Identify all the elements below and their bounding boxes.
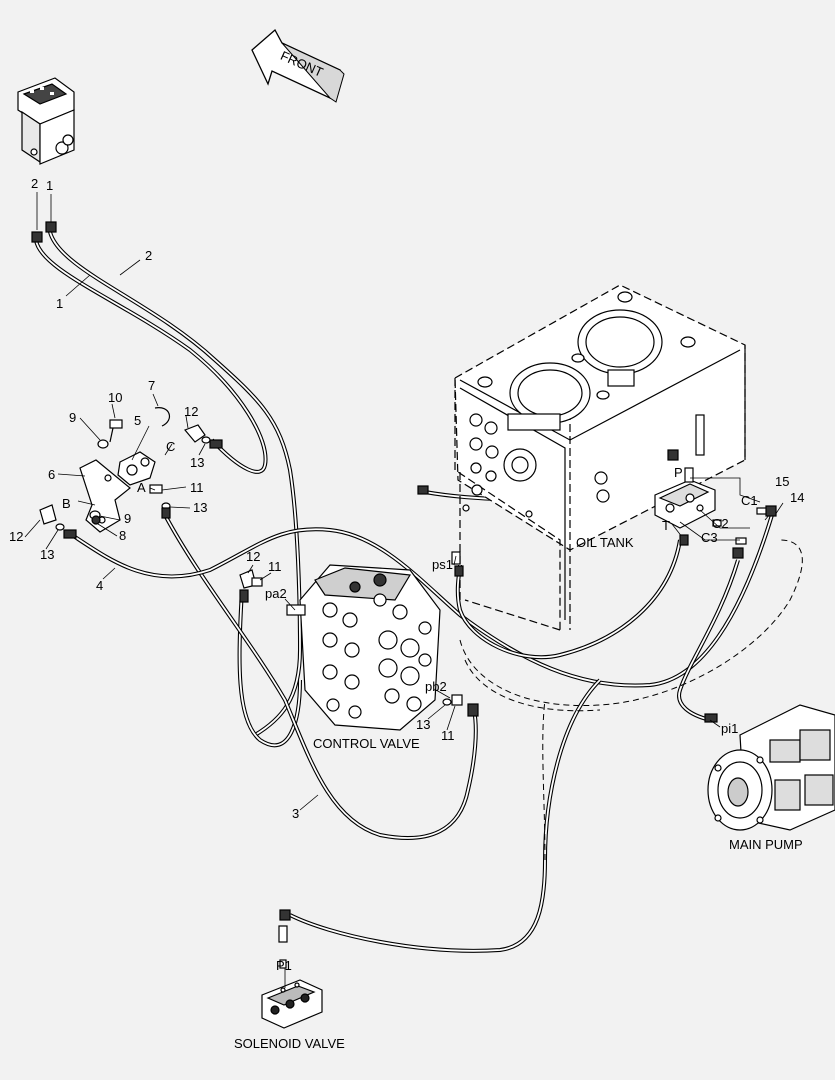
port-b-label: B xyxy=(62,496,71,511)
callout-13-bracket: 13 xyxy=(190,455,204,470)
callout-1-hose: 1 xyxy=(56,296,63,311)
fittings xyxy=(31,221,777,921)
pilot-filter-block xyxy=(654,467,768,545)
callout-8: 8 xyxy=(119,528,126,543)
callout-5: 5 xyxy=(134,413,141,428)
oil-tank-label: OIL TANK xyxy=(576,535,634,550)
port-c3-label: C3 xyxy=(701,530,718,545)
port-p1-label: P1 xyxy=(276,958,292,973)
callout-10: 10 xyxy=(108,390,122,405)
callout-2-hose: 2 xyxy=(145,248,152,263)
port-pa2-label: pa2 xyxy=(265,586,287,601)
port-ps1-label: ps1 xyxy=(432,557,453,572)
port-c2-label: C2 xyxy=(712,516,729,531)
port-pb2-label: pb2 xyxy=(425,679,447,694)
hose-pi1-inner xyxy=(678,559,739,721)
oil-tank xyxy=(454,284,746,631)
hose-p1-inner xyxy=(289,679,601,952)
port-t-label: T xyxy=(662,518,670,533)
callout-12-bracket: 12 xyxy=(184,404,198,419)
callout-13-valve: 13 xyxy=(416,717,430,732)
callout-12-left: 12 xyxy=(9,529,23,544)
callout-11-bracket: 11 xyxy=(190,480,204,495)
port-pi1-label: pi1 xyxy=(721,721,738,736)
callout-12-valve: 12 xyxy=(246,549,260,564)
hidden-lines xyxy=(459,539,803,861)
hose-2-lower-inner xyxy=(238,589,301,747)
control-valve xyxy=(286,564,441,731)
hose-4-inner xyxy=(71,514,773,687)
callout-15: 15 xyxy=(775,474,789,489)
callout-14: 14 xyxy=(790,490,804,505)
callout-9-top: 9 xyxy=(69,410,76,425)
callout-6: 6 xyxy=(48,467,55,482)
remote-control-valve xyxy=(17,77,75,165)
main-pump xyxy=(707,704,835,831)
port-a-label: A xyxy=(137,480,146,495)
port-c-label: C xyxy=(166,439,175,454)
solenoid-valve-label: SOLENOID VALVE xyxy=(234,1036,345,1051)
port-p-label: P xyxy=(674,465,683,480)
callout-4: 4 xyxy=(96,578,103,593)
control-valve-label: CONTROL VALVE xyxy=(313,736,420,751)
callout-11-valve-right: 11 xyxy=(441,728,455,743)
pilot-hose-2-inner xyxy=(35,239,267,473)
pilot-hose-2 xyxy=(34,239,268,474)
main-pump-label: MAIN PUMP xyxy=(729,837,803,852)
solenoid-valve-block xyxy=(261,925,323,1029)
hose-3-inner xyxy=(164,514,477,839)
callout-leaders xyxy=(24,192,721,988)
callout-9-bottom: 9 xyxy=(124,511,131,526)
callout-11-valve: 11 xyxy=(268,559,282,574)
callout-7: 7 xyxy=(148,378,155,393)
port-c1-label: C1 xyxy=(741,493,758,508)
callout-13-mid: 13 xyxy=(193,500,207,515)
callout-3: 3 xyxy=(292,806,299,821)
hose-ps1 xyxy=(455,539,682,660)
callout-1-top: 1 xyxy=(46,178,53,193)
callout-2-top: 2 xyxy=(31,176,38,191)
hose-ps1-inner xyxy=(456,539,681,659)
pilot-hose-1-inner xyxy=(49,231,301,736)
callout-13-left: 13 xyxy=(40,547,54,562)
front-arrow: FRONT xyxy=(251,28,345,103)
